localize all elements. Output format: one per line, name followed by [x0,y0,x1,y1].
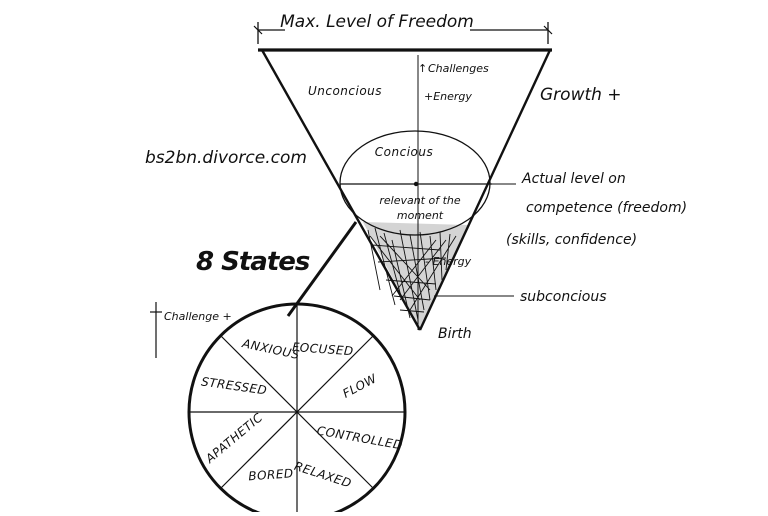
cone-right-edge [418,49,552,331]
wheel-spoke-diag2 [220,335,374,489]
left-note: bs2bn.divorce.com [145,148,307,168]
actual-level-line1: Actual level on [521,171,626,187]
state-label-controlled: CONTROLLED [316,424,404,453]
growth-label: Growth + [540,85,622,105]
top-dimension: Max. Level of Freedom [253,10,553,44]
birth-label: Birth [438,326,472,342]
relevant-label-line2: moment [397,209,444,222]
states-wheel: FOCUSED FLOW CONTROLLED RELAXEDBOREDAPATHET… [187,302,407,516]
subconscious-annotation: subconcious [434,289,607,305]
max-freedom-label: Max. Level of Freedom [280,12,474,32]
subconscious-shading [363,222,468,330]
relevant-label-line1: relevant of the [379,194,461,207]
eight-states-title: 8 States [196,247,310,277]
state-label-bored: BORED [248,466,294,483]
challenges-label: Challenges [428,62,489,75]
challenge-axis: Challenge + [150,302,232,358]
center-dot [413,181,419,187]
state-label-apathetic: APATHETIC [202,410,265,466]
minus-energy-label: - Energy [425,255,472,268]
conscious-label: Concious [375,145,433,159]
conscious-ellipse [339,130,491,236]
plus-energy-label: +Energy [424,90,472,103]
actual-level-annotation: Actual level on competence (freedom) (sk… [492,171,687,248]
challenges-arrow: ↑ [418,62,427,75]
state-label-flow: FLOW [340,371,379,401]
state-label-focused: FOCUSED [292,340,354,358]
actual-level-line2: competence (freedom) [526,200,687,216]
unconscious-label: Unconcious [308,84,382,98]
actual-level-line3: (skills, confidence) [506,232,637,248]
subconscious-label: subconcious [520,289,607,305]
state-label-relaxed: RELAXED [293,459,354,491]
dimension-cross-left [253,25,263,35]
state-label-stressed: STRESSED [200,374,268,397]
dimension-cross-right [543,25,553,35]
challenge-axis-label: Challenge + [164,310,232,323]
scribble-lines [367,227,457,321]
state-label-anxious: ANXIOUS [240,336,301,362]
cone-to-wheel-connector [286,221,358,317]
freedom-cone: Unconcious ↑ Challenges +Energy Concious… [258,48,552,342]
label-backing [285,10,470,34]
